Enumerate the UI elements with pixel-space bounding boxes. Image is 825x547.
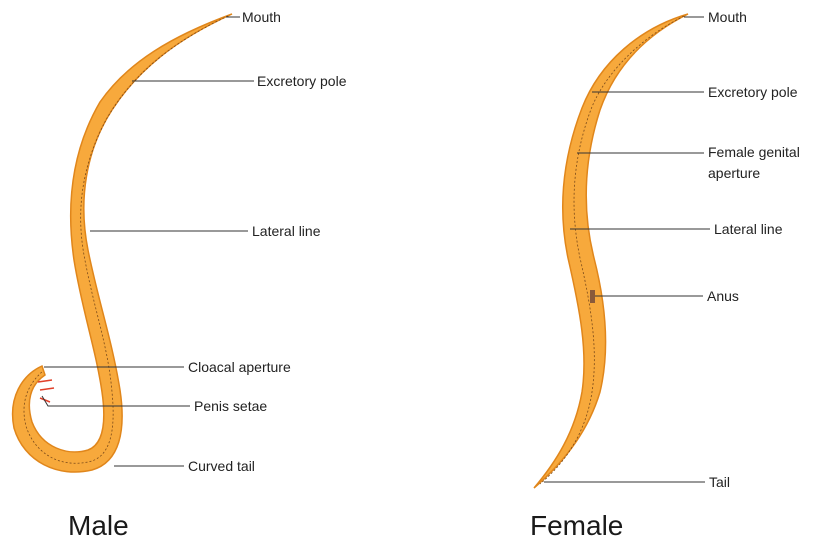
caption-male: Male xyxy=(68,510,129,541)
label-male-excretory-pole: Excretory pole xyxy=(257,73,347,89)
label-female-excretory-pole: Excretory pole xyxy=(708,84,798,100)
label-female-anus: Anus xyxy=(707,288,739,304)
label-male-mouth: Mouth xyxy=(242,9,281,25)
female-worm-body xyxy=(534,14,688,488)
label-female-lateral-line: Lateral line xyxy=(714,221,783,237)
penis-setae-icon xyxy=(38,380,54,402)
label-female-genital-aperture-line1: Female genital xyxy=(708,144,800,160)
label-male-cloacal-aperture: Cloacal aperture xyxy=(188,359,291,375)
female-center-line xyxy=(540,16,684,484)
caption-female: Female xyxy=(530,510,623,541)
label-male-penis-setae: Penis setae xyxy=(194,398,267,414)
label-female-mouth: Mouth xyxy=(708,9,747,25)
label-female-tail: Tail xyxy=(709,474,730,490)
anus-icon xyxy=(590,290,595,303)
label-male-lateral-line: Lateral line xyxy=(252,223,321,239)
label-male-curved-tail: Curved tail xyxy=(188,458,255,474)
female-worm xyxy=(534,14,688,488)
label-female-genital-aperture-line2: aperture xyxy=(708,165,760,181)
